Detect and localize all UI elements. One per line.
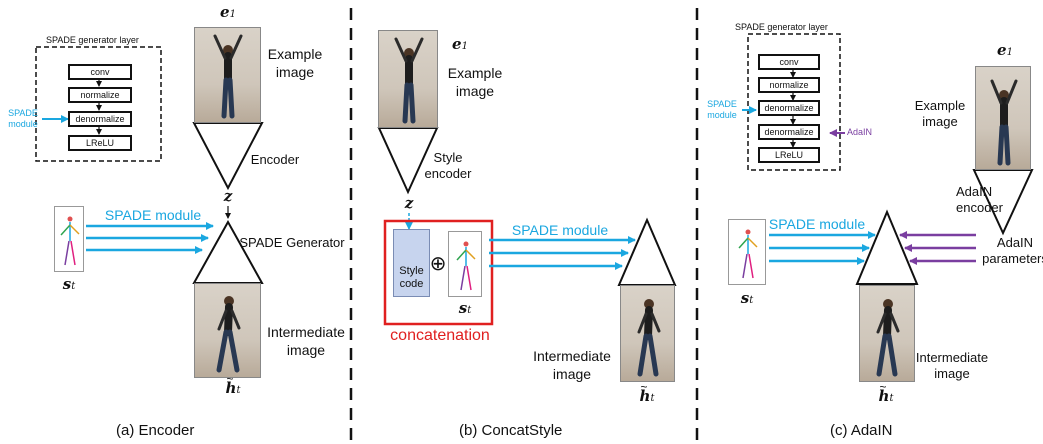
spade-module-label-b: SPADE module xyxy=(511,222,609,238)
layer-conv-a: conv xyxy=(68,64,132,80)
s-label-b: st xyxy=(458,299,472,317)
layer-denormalize-a: denormalize xyxy=(68,111,132,127)
spade-module-side-label-c: SPADE module xyxy=(707,99,737,120)
layer-denormalize-c2: denormalize xyxy=(758,124,820,140)
caption-b: (b) ConcatStyle xyxy=(459,422,563,439)
adain-encoder-label-c: AdaIN encoder xyxy=(956,184,1003,215)
generator-triangle-a xyxy=(192,219,264,284)
example-image-label-c: Example image xyxy=(914,98,966,129)
e1-label-a: e1 xyxy=(220,3,236,21)
oplus-symbol-b: ⊕ xyxy=(429,251,447,275)
concatenation-label-b: concatenation xyxy=(390,327,490,344)
intermediate-image-label-a: Intermediate image xyxy=(267,324,345,358)
adain-encoder-triangle-c xyxy=(972,169,1034,236)
concatenation-box-b xyxy=(383,219,494,326)
person-figure xyxy=(213,34,243,119)
s-label-c: st xyxy=(740,289,754,307)
example-image-photo-b xyxy=(378,30,438,128)
spade-module-label-c: SPADE module xyxy=(768,216,866,232)
layer-normalize-a: normalize xyxy=(68,87,132,103)
intermediate-image-photo-a xyxy=(194,283,261,378)
layer-normalize-c: normalize xyxy=(758,77,820,93)
spade-generator-label-a: SPADE Generator xyxy=(239,235,345,250)
spade-module-label-a: SPADE module xyxy=(104,207,202,223)
pose-skeleton-b xyxy=(448,231,482,297)
example-image-photo-a xyxy=(194,27,261,123)
intermediate-image-photo-c xyxy=(859,285,915,382)
layer-lrelu-c: LReLU xyxy=(758,147,820,163)
caption-a: (a) Encoder xyxy=(116,422,195,439)
style-encoder-triangle-b xyxy=(377,127,439,195)
generator-triangle-c xyxy=(855,209,919,285)
adain-parameters-label-c: AdaIN parameters xyxy=(982,235,1043,266)
h-label-b: ~ht xyxy=(639,380,655,405)
e1-label-b: e1 xyxy=(452,35,468,53)
layer-lrelu-a: LReLU xyxy=(68,135,132,151)
intermediate-image-label-b: Intermediate image xyxy=(533,348,611,382)
z-label-a: z xyxy=(223,187,233,205)
z-label-b: z xyxy=(404,194,414,212)
layer-denormalize-c1: denormalize xyxy=(758,100,820,116)
spade-layer-dashed-box-c xyxy=(747,33,841,171)
layer-conv-c: conv xyxy=(758,54,820,70)
example-image-photo-c xyxy=(975,66,1031,170)
s-label-a: st xyxy=(62,275,76,293)
style-code-box-b: Style code xyxy=(393,229,430,297)
pose-skeleton-c xyxy=(728,219,766,285)
intermediate-image-photo-b xyxy=(620,285,675,382)
caption-c: (c) AdaIN xyxy=(830,422,893,439)
example-image-label-a: Example image xyxy=(267,46,323,80)
example-image-label-b: Example image xyxy=(447,65,503,99)
pose-skeleton-a xyxy=(54,206,84,272)
style-code-label-b: Style code xyxy=(399,265,424,290)
encoder-triangle-a xyxy=(192,122,264,191)
h-label-c: ~ht xyxy=(878,380,894,405)
e1-label-c: e1 xyxy=(997,41,1013,59)
h-label-a: ~ht xyxy=(225,372,241,397)
spade-layer-dashed-box-a xyxy=(35,46,162,162)
intermediate-image-label-c: Intermediate image xyxy=(915,350,989,381)
spade-module-side-label-a: SPADE module xyxy=(8,108,38,129)
spade-layer-title-c: SPADE generator layer xyxy=(735,22,828,32)
spade-layer-title-a: SPADE generator layer xyxy=(46,35,139,45)
adain-side-label-c: AdaIN xyxy=(847,127,873,137)
style-encoder-label-b: Style encoder xyxy=(424,150,472,181)
encoder-label-a: Encoder xyxy=(250,152,300,167)
